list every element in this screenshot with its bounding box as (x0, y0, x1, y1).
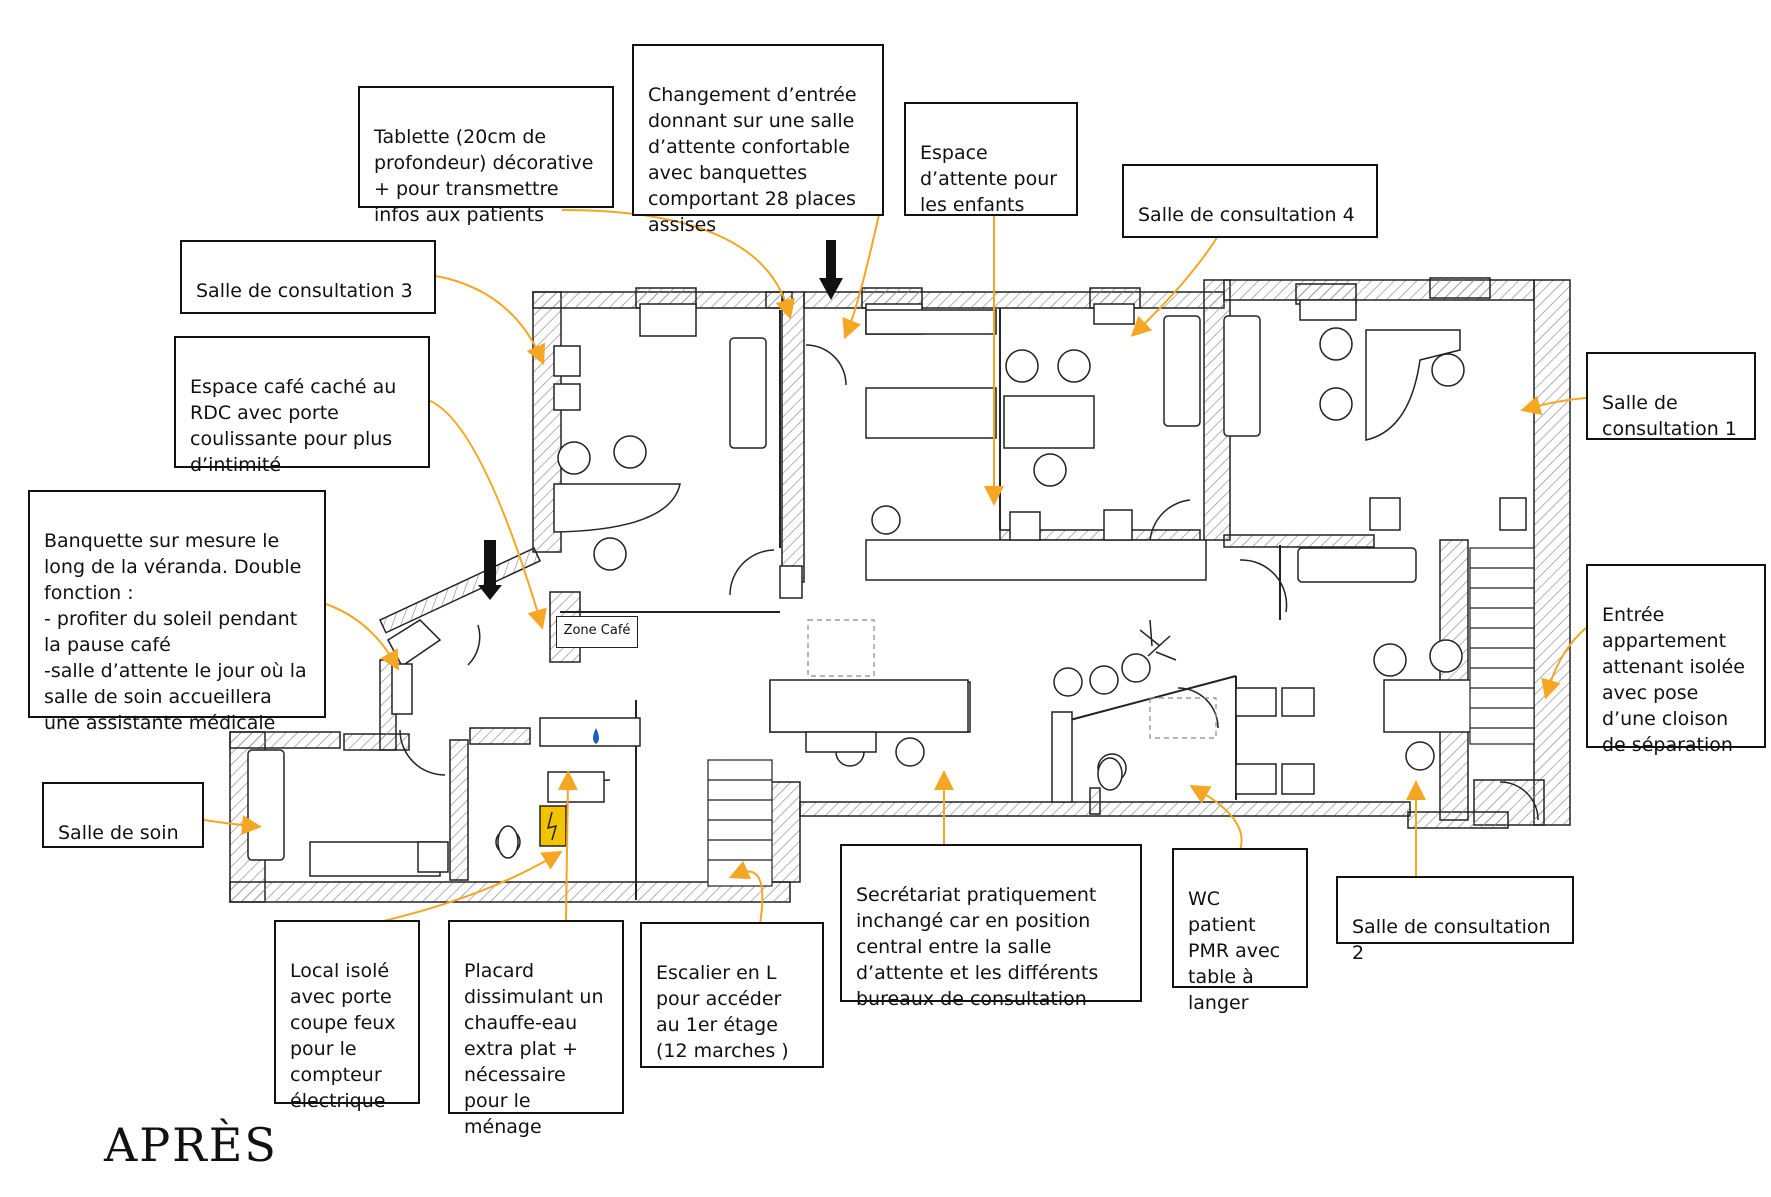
callout-consult1: Salle de consultation 1 (1586, 352, 1756, 440)
callout-text: Entrée appartement attenant isolée avec … (1602, 604, 1745, 756)
callout-text: Banquette sur mesure le long de la véran… (44, 530, 307, 734)
dashed-boxes (807, 619, 1217, 739)
callout-text: Salle de soin (58, 822, 179, 844)
plan-title: APRÈS (104, 1118, 278, 1172)
callout-soin: Salle de soin (42, 782, 204, 848)
callout-escalier: Escalier en L pour accéder au 1er étage … (640, 922, 824, 1068)
callout-secretariat: Secrétariat pratiquement inchangé car en… (840, 844, 1142, 1010)
callout-banquette: Banquette sur mesure le long de la véran… (28, 490, 326, 734)
callout-local: Local isolé avec porte coupe feux pour l… (274, 920, 420, 1112)
counters (539, 679, 969, 803)
callout-text: Placard dissimulant un chauffe-eau extra… (464, 960, 604, 1138)
walls (229, 277, 1571, 903)
callout-consult4: Salle de consultation 4 (1122, 164, 1378, 238)
callout-cafe: Espace café caché au RDC avec porte coul… (174, 336, 430, 476)
plant (1139, 619, 1177, 661)
callout-text: Espace d’attente pour les enfants (920, 142, 1058, 216)
callout-text: Salle de consultation 2 (1352, 916, 1551, 964)
callout-text: Salle de consultation 4 (1138, 204, 1355, 226)
callout-consult3: Salle de consultation 3 (180, 240, 436, 314)
exam-tables (247, 315, 1417, 861)
callout-appartement: Entrée appartement attenant isolée avec … (1586, 564, 1766, 756)
callout-consult2: Salle de consultation 2 (1336, 876, 1574, 964)
callout-tablette: Tablette (20cm de profondeur) décorative… (358, 86, 614, 226)
callout-enfants: Espace d’attente pour les enfants (904, 102, 1078, 216)
banquettes (865, 309, 1207, 581)
callout-text: Salle de consultation 3 (196, 280, 413, 302)
callout-text: Changement d’entrée donnant sur une sall… (648, 84, 857, 236)
callout-entree: Changement d’entrée donnant sur une sall… (632, 44, 884, 236)
callout-text: Espace café caché au RDC avec porte coul… (190, 376, 397, 476)
callout-text: Local isolé avec porte coupe feux pour l… (290, 960, 396, 1112)
entry-arrows (478, 240, 843, 600)
callout-text: Escalier en L pour accéder au 1er étage … (656, 962, 789, 1062)
callout-text: Secrétariat pratiquement inchangé car en… (856, 884, 1099, 1010)
zone-cafe-label: Zone Café (556, 616, 638, 648)
callout-text: Tablette (20cm de profondeur) décorative… (374, 126, 594, 226)
sanitary (417, 345, 1527, 873)
water-drop (593, 728, 599, 744)
veranda-banquette (387, 619, 442, 715)
callout-placard: Placard dissimulant un chauffe-eau extra… (448, 920, 624, 1138)
callout-text: WC patient PMR avec table à langer (1188, 888, 1281, 1014)
stairs-l (707, 547, 1535, 887)
callout-text: Salle de consultation 1 (1602, 392, 1737, 440)
leader-lines (203, 209, 1587, 927)
callout-wc: WC patient PMR avec table à langer (1172, 848, 1308, 1014)
